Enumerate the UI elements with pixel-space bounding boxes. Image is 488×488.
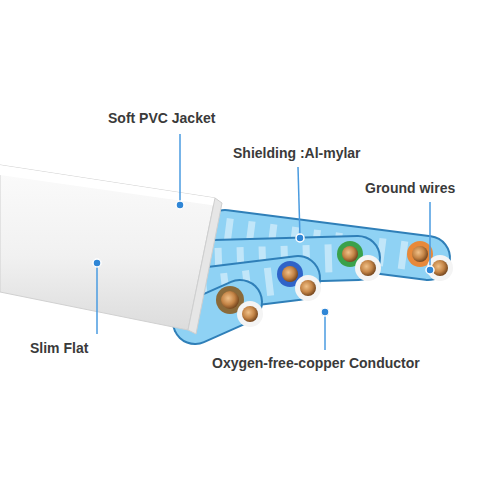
callout-label: Slim Flat xyxy=(30,340,88,356)
callout-label: Soft PVC Jacket xyxy=(108,110,215,126)
callout-label: Shielding :Al-mylar xyxy=(233,145,361,161)
twisted-pairs xyxy=(195,232,453,327)
callout-label: Ground wires xyxy=(365,180,455,196)
leader-lines xyxy=(93,134,434,350)
callout-label: Oxygen-free-copper Conductor xyxy=(212,355,420,371)
pvc-jacket xyxy=(0,165,222,334)
